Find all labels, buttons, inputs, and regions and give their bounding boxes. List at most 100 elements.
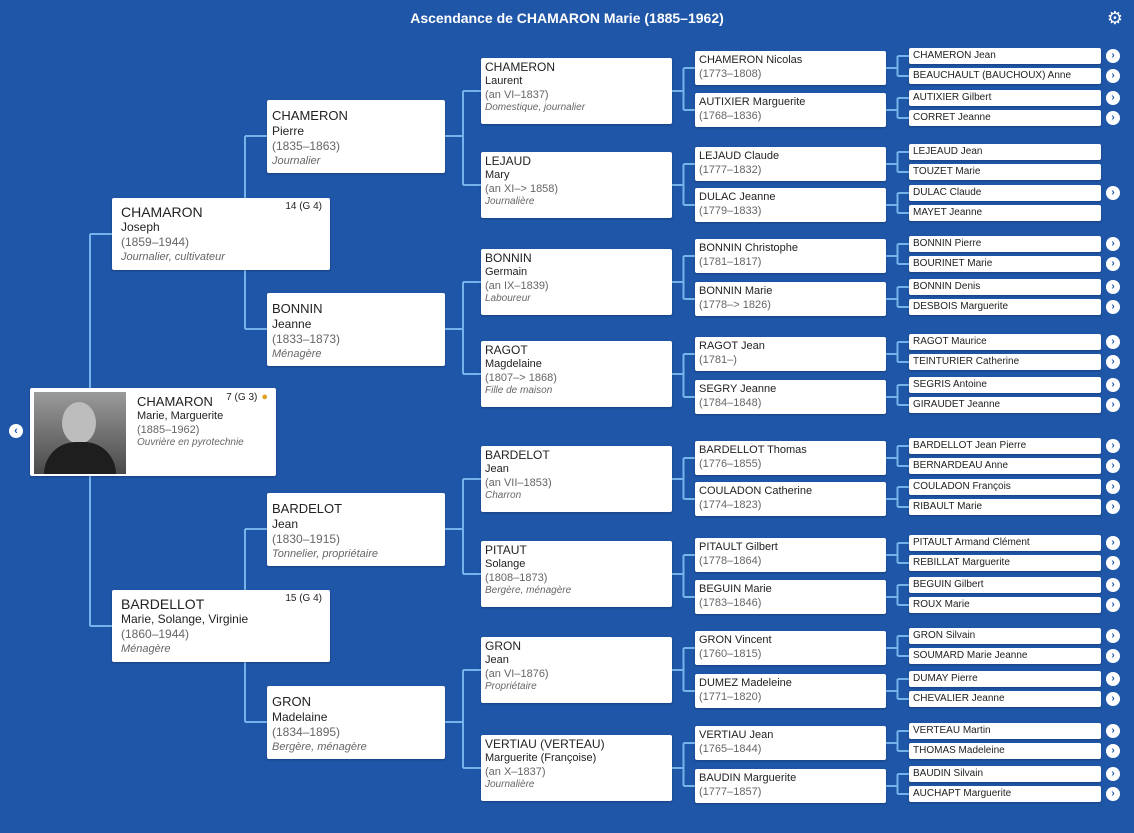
ancestor-card-gen4[interactable]: RAGOT Jean(1781–) <box>695 337 886 371</box>
ancestor-card-gen4[interactable]: BAUDIN Marguerite(1777–1857) <box>695 769 886 803</box>
ancestor-card-gen5[interactable]: RIBAULT Marie <box>909 499 1101 515</box>
ancestor-card-gen4[interactable]: BONNIN Christophe(1781–1817) <box>695 239 886 273</box>
ancestor-card-gen4[interactable]: SEGRY Jeanne(1784–1848) <box>695 380 886 414</box>
chevron-right-icon[interactable]: › <box>1106 672 1120 686</box>
ancestor-card-gen5[interactable]: ROUX Marie <box>909 597 1101 613</box>
chevron-right-icon[interactable]: › <box>1106 767 1120 781</box>
ancestor-card-gen4[interactable]: BEGUIN Marie(1783–1846) <box>695 580 886 614</box>
ancestor-card-gen5[interactable]: CHAMERON Jean <box>909 48 1101 64</box>
chevron-left-icon[interactable]: ‹ <box>9 424 23 438</box>
ancestor-card-gen5[interactable]: VERTEAU Martin <box>909 723 1101 739</box>
ancestor-card-gen4[interactable]: DUMEZ Madeleine(1771–1820) <box>695 674 886 708</box>
chevron-right-icon[interactable]: › <box>1106 459 1120 473</box>
chevron-right-icon[interactable]: › <box>1106 692 1120 706</box>
chevron-right-icon[interactable]: › <box>1106 257 1120 271</box>
ancestor-card-gen5[interactable]: LEJEAUD Jean <box>909 144 1101 160</box>
ancestor-card-gen5[interactable]: MAYET Jeanne <box>909 205 1101 221</box>
chevron-right-icon[interactable]: › <box>1106 111 1120 125</box>
root-person-card[interactable]: CHAMARON Marie, Marguerite (1885–1962) O… <box>30 388 276 476</box>
ancestor-card-gen5[interactable]: CHEVALIER Jeanne <box>909 691 1101 707</box>
chevron-right-icon[interactable]: › <box>1106 649 1120 663</box>
ancestor-card-gen5[interactable]: AUCHAPT Marguerite <box>909 786 1101 802</box>
chevron-right-icon[interactable]: › <box>1106 439 1120 453</box>
ancestor-card-gen5[interactable]: TOUZET Marie <box>909 164 1101 180</box>
chevron-right-icon[interactable]: › <box>1106 237 1120 251</box>
ancestor-card-gen5[interactable]: TEINTURIER Catherine <box>909 354 1101 370</box>
ancestor-card-gen5[interactable]: AUTIXIER Gilbert <box>909 90 1101 106</box>
ancestor-card-gen5[interactable]: DULAC Claude <box>909 185 1101 201</box>
chevron-right-icon[interactable]: › <box>1106 355 1120 369</box>
ancestor-card-gen5[interactable]: PITAULT Armand Clément <box>909 535 1101 551</box>
person-name: CORRET Jeanne <box>913 112 991 123</box>
ancestor-card-gen5[interactable]: DESBOIS Marguerite <box>909 299 1101 315</box>
chevron-right-icon[interactable]: › <box>1106 91 1120 105</box>
ancestor-card-gen3[interactable]: VERTIAU (VERTEAU)Marguerite (Françoise)(… <box>481 735 672 801</box>
ancestor-card-gen5[interactable]: REBILLAT Marguerite <box>909 555 1101 571</box>
chevron-right-icon[interactable]: › <box>1106 629 1120 643</box>
chevron-right-icon[interactable]: › <box>1106 556 1120 570</box>
person-given-names: Marguerite (Françoise) <box>485 752 597 764</box>
ancestor-card-gen5[interactable]: GIRAUDET Jeanne <box>909 397 1101 413</box>
chevron-right-icon[interactable]: › <box>1106 280 1120 294</box>
chevron-right-icon[interactable]: › <box>1106 598 1120 612</box>
chevron-right-icon[interactable]: › <box>1106 335 1120 349</box>
ancestor-card-gen5[interactable]: COULADON François <box>909 479 1101 495</box>
chevron-right-icon[interactable]: › <box>1106 578 1120 592</box>
ancestor-card-gen4[interactable]: GRON Vincent(1760–1815) <box>695 631 886 665</box>
ancestor-card-gen5[interactable]: BAUDIN Silvain <box>909 766 1101 782</box>
ancestor-card-gen4[interactable]: COULADON Catherine(1774–1823) <box>695 482 886 516</box>
chevron-right-icon[interactable]: › <box>1106 536 1120 550</box>
chevron-right-icon[interactable]: › <box>1106 49 1120 63</box>
ancestor-card-gen5[interactable]: BONNIN Denis <box>909 279 1101 295</box>
chevron-right-icon[interactable]: › <box>1106 398 1120 412</box>
gear-icon[interactable]: ⚙ <box>1106 8 1124 28</box>
ancestor-card-gen5[interactable]: CORRET Jeanne <box>909 110 1101 126</box>
ancestor-card-gen5[interactable]: BARDELLOT Jean Pierre <box>909 438 1101 454</box>
person-dates: (1781–1817) <box>699 256 762 268</box>
chevron-right-icon[interactable]: › <box>1106 480 1120 494</box>
ancestor-card-gen5[interactable]: RAGOT Maurice <box>909 334 1101 350</box>
chevron-right-icon[interactable]: › <box>1106 69 1120 83</box>
person-name: BERNARDEAU Anne <box>913 460 1009 471</box>
ancestor-card-gen4[interactable]: CHAMERON Nicolas(1773–1808) <box>695 51 886 85</box>
ancestor-card-gen4[interactable]: DULAC Jeanne(1779–1833) <box>695 188 886 222</box>
ancestor-card-gen5[interactable]: THOMAS Madeleine <box>909 743 1101 759</box>
chevron-right-icon[interactable]: › <box>1106 787 1120 801</box>
chevron-right-icon[interactable]: › <box>1106 300 1120 314</box>
ancestor-card-gen4[interactable]: PITAULT Gilbert(1778–1864) <box>695 538 886 572</box>
ancestor-card-gen5[interactable]: BEGUIN Gilbert <box>909 577 1101 593</box>
person-name: GRON Silvain <box>913 630 976 641</box>
ancestor-card-gen5[interactable]: SEGRIS Antoine <box>909 377 1101 393</box>
chevron-right-icon[interactable]: › <box>1106 724 1120 738</box>
ancestor-card-gen4[interactable]: LEJAUD Claude(1777–1832) <box>695 147 886 181</box>
ancestor-card-gen4[interactable]: BONNIN Marie(1778–> 1826) <box>695 282 886 316</box>
ancestor-card-gen5[interactable]: DUMAY Pierre <box>909 671 1101 687</box>
chevron-right-icon[interactable]: › <box>1106 378 1120 392</box>
ancestor-card-gen4[interactable]: AUTIXIER Marguerite(1768–1836) <box>695 93 886 127</box>
ancestor-card-gen5[interactable]: GRON Silvain <box>909 628 1101 644</box>
ancestor-card-gen5[interactable]: BEAUCHAULT (BAUCHOUX) Anne <box>909 68 1101 84</box>
ancestor-card-gen4[interactable]: VERTIAU Jean(1765–1844) <box>695 726 886 760</box>
ancestor-card-gen5[interactable]: BOURINET Marie <box>909 256 1101 272</box>
chevron-right-icon[interactable]: › <box>1106 186 1120 200</box>
ancestor-card-gen5[interactable]: SOUMARD Marie Jeanne <box>909 648 1101 664</box>
ancestor-card-gen5[interactable]: BERNARDEAU Anne <box>909 458 1101 474</box>
chevron-right-icon[interactable]: › <box>1106 500 1120 514</box>
ancestor-card-gen5[interactable]: BONNIN Pierre <box>909 236 1101 252</box>
chevron-right-icon[interactable]: › <box>1106 744 1120 758</box>
ancestor-card-gen4[interactable]: BARDELLOT Thomas(1776–1855) <box>695 441 886 475</box>
